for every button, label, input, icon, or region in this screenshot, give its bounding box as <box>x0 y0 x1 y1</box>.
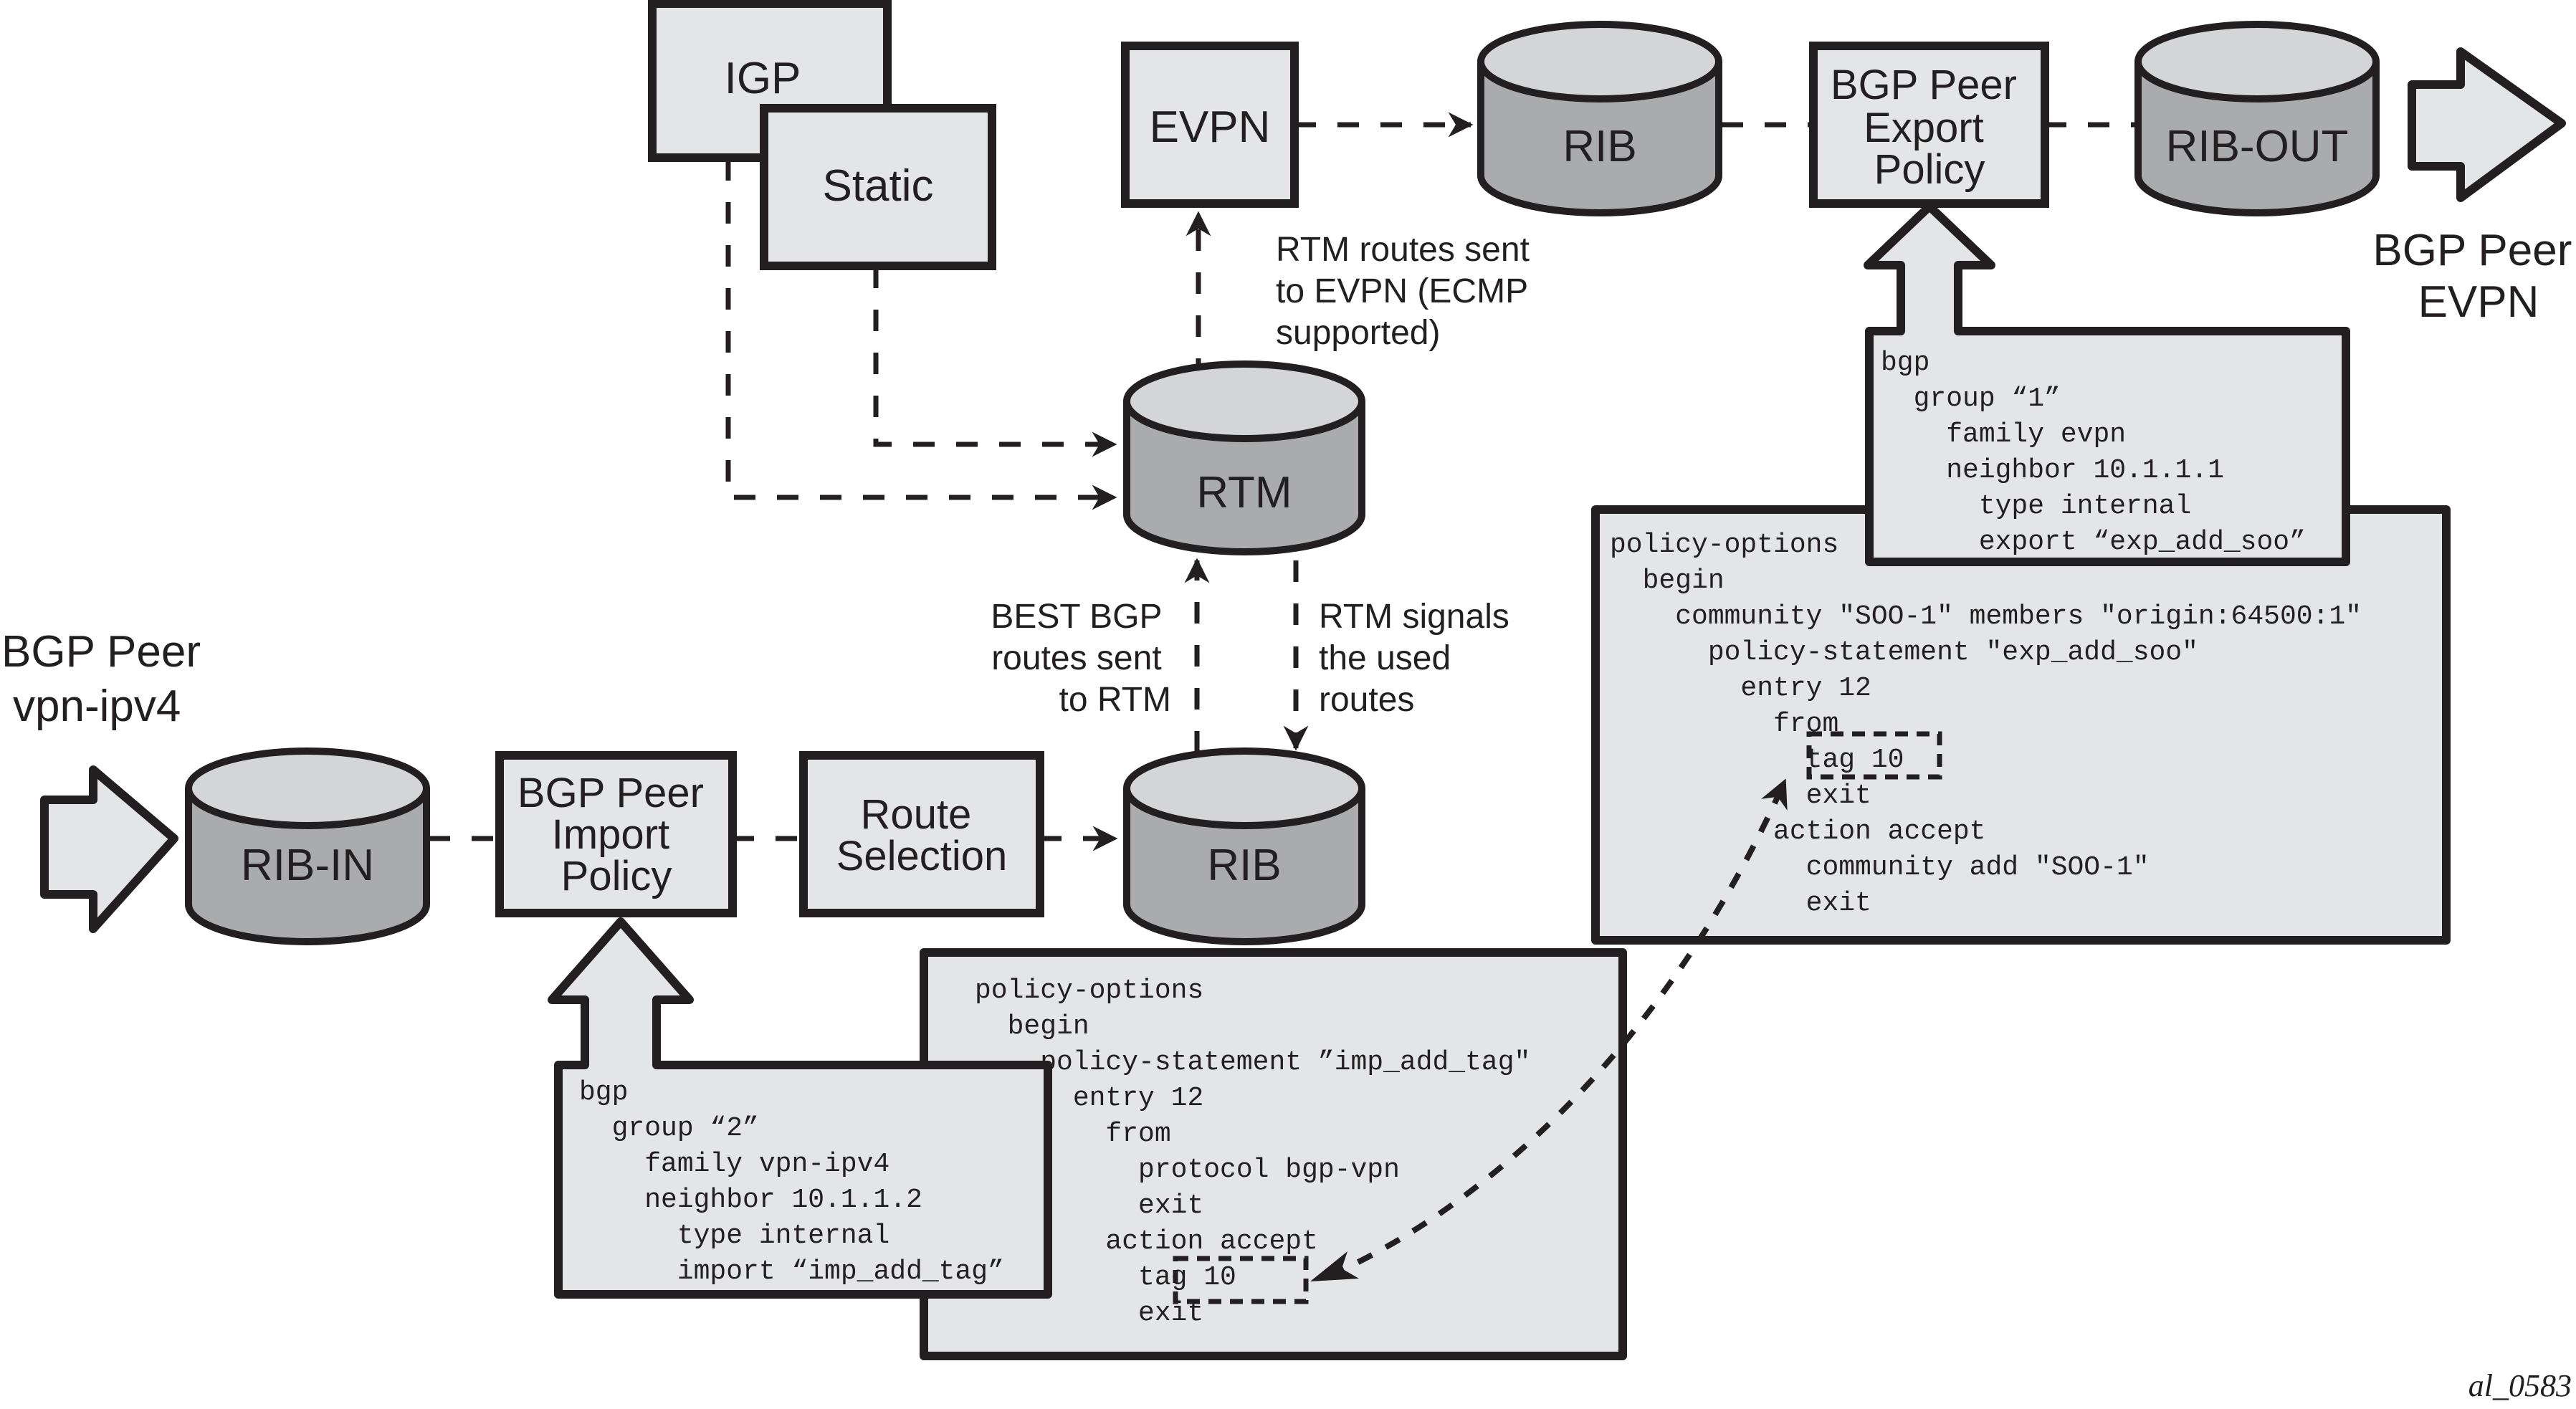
figure-id: al_0583 <box>2468 1368 2572 1403</box>
rib-bottom-label: RIB <box>1207 841 1281 890</box>
rtm-to-evpn-annotation: RTM routes sent to EVPN (ECMP supported) <box>1276 231 1539 352</box>
export-policy-node: BGP Peer Export Policy <box>1809 42 2049 208</box>
rtm-cylinder: RTM <box>1123 360 1365 555</box>
left-peer-label: BGP Peer vpn-ipv4 <box>1 627 213 731</box>
rib-top-cylinder: RIB <box>1477 21 1722 216</box>
import-bgp-config: bgp group “2” family vpn-ipv4 neighbor 1… <box>0 0 1053 1287</box>
evpn-label: EVPN <box>1150 102 1271 152</box>
rib-in-cylinder: RIB-IN <box>185 748 430 945</box>
igp-label: IGP <box>725 54 801 103</box>
export-bgp-config-box <box>1864 202 2350 566</box>
inbound-peer-arrow <box>40 765 178 933</box>
right-peer-label: BGP Peer EVPN <box>2372 226 2576 327</box>
best-bgp-annotation: BEST BGP routes sent to RTM <box>991 598 1171 719</box>
evpn-node: EVPN <box>1121 42 1299 208</box>
export-policy-config-box <box>1591 505 2451 945</box>
rib-top-label: RIB <box>1563 122 1636 171</box>
route-selection-label: Route Selection <box>836 791 1008 879</box>
import-bgp-config-box <box>548 917 1052 1299</box>
import-tag-highlight <box>1173 1256 1309 1304</box>
outbound-peer-arrow <box>2408 47 2566 202</box>
tag-link-arrowhead-import <box>1310 1251 1359 1281</box>
static-to-rtm-connector <box>873 267 1117 457</box>
static-label: Static <box>822 161 933 211</box>
route-selection-node: Route Selection <box>799 751 1044 917</box>
import-policy-node: BGP Peer Import Policy <box>495 751 737 917</box>
rtm-signals-annotation: RTM signals the used routes <box>1319 598 1519 719</box>
rib-bottom-cylinder: RIB <box>1123 748 1365 945</box>
static-node: Static <box>760 104 996 270</box>
export-policy-config: policy-options begin community "SOO-1" m… <box>1610 530 2362 919</box>
export-policy-label: BGP Peer Export Policy <box>1831 62 2028 193</box>
igp-node: IGP <box>648 0 892 162</box>
rib-in-label: RIB-IN <box>241 841 374 890</box>
export-bgp-config: bgp group “1” family evpn neighbor 10.1.… <box>0 0 2355 558</box>
import-policy-label: BGP Peer Import Policy <box>517 770 715 899</box>
rib-out-label: RIB-OUT <box>2166 122 2349 171</box>
rib-out-cylinder: RIB-OUT <box>2134 21 2380 216</box>
rtm-label: RTM <box>1196 468 1292 517</box>
export-tag-highlight <box>1806 731 1942 780</box>
